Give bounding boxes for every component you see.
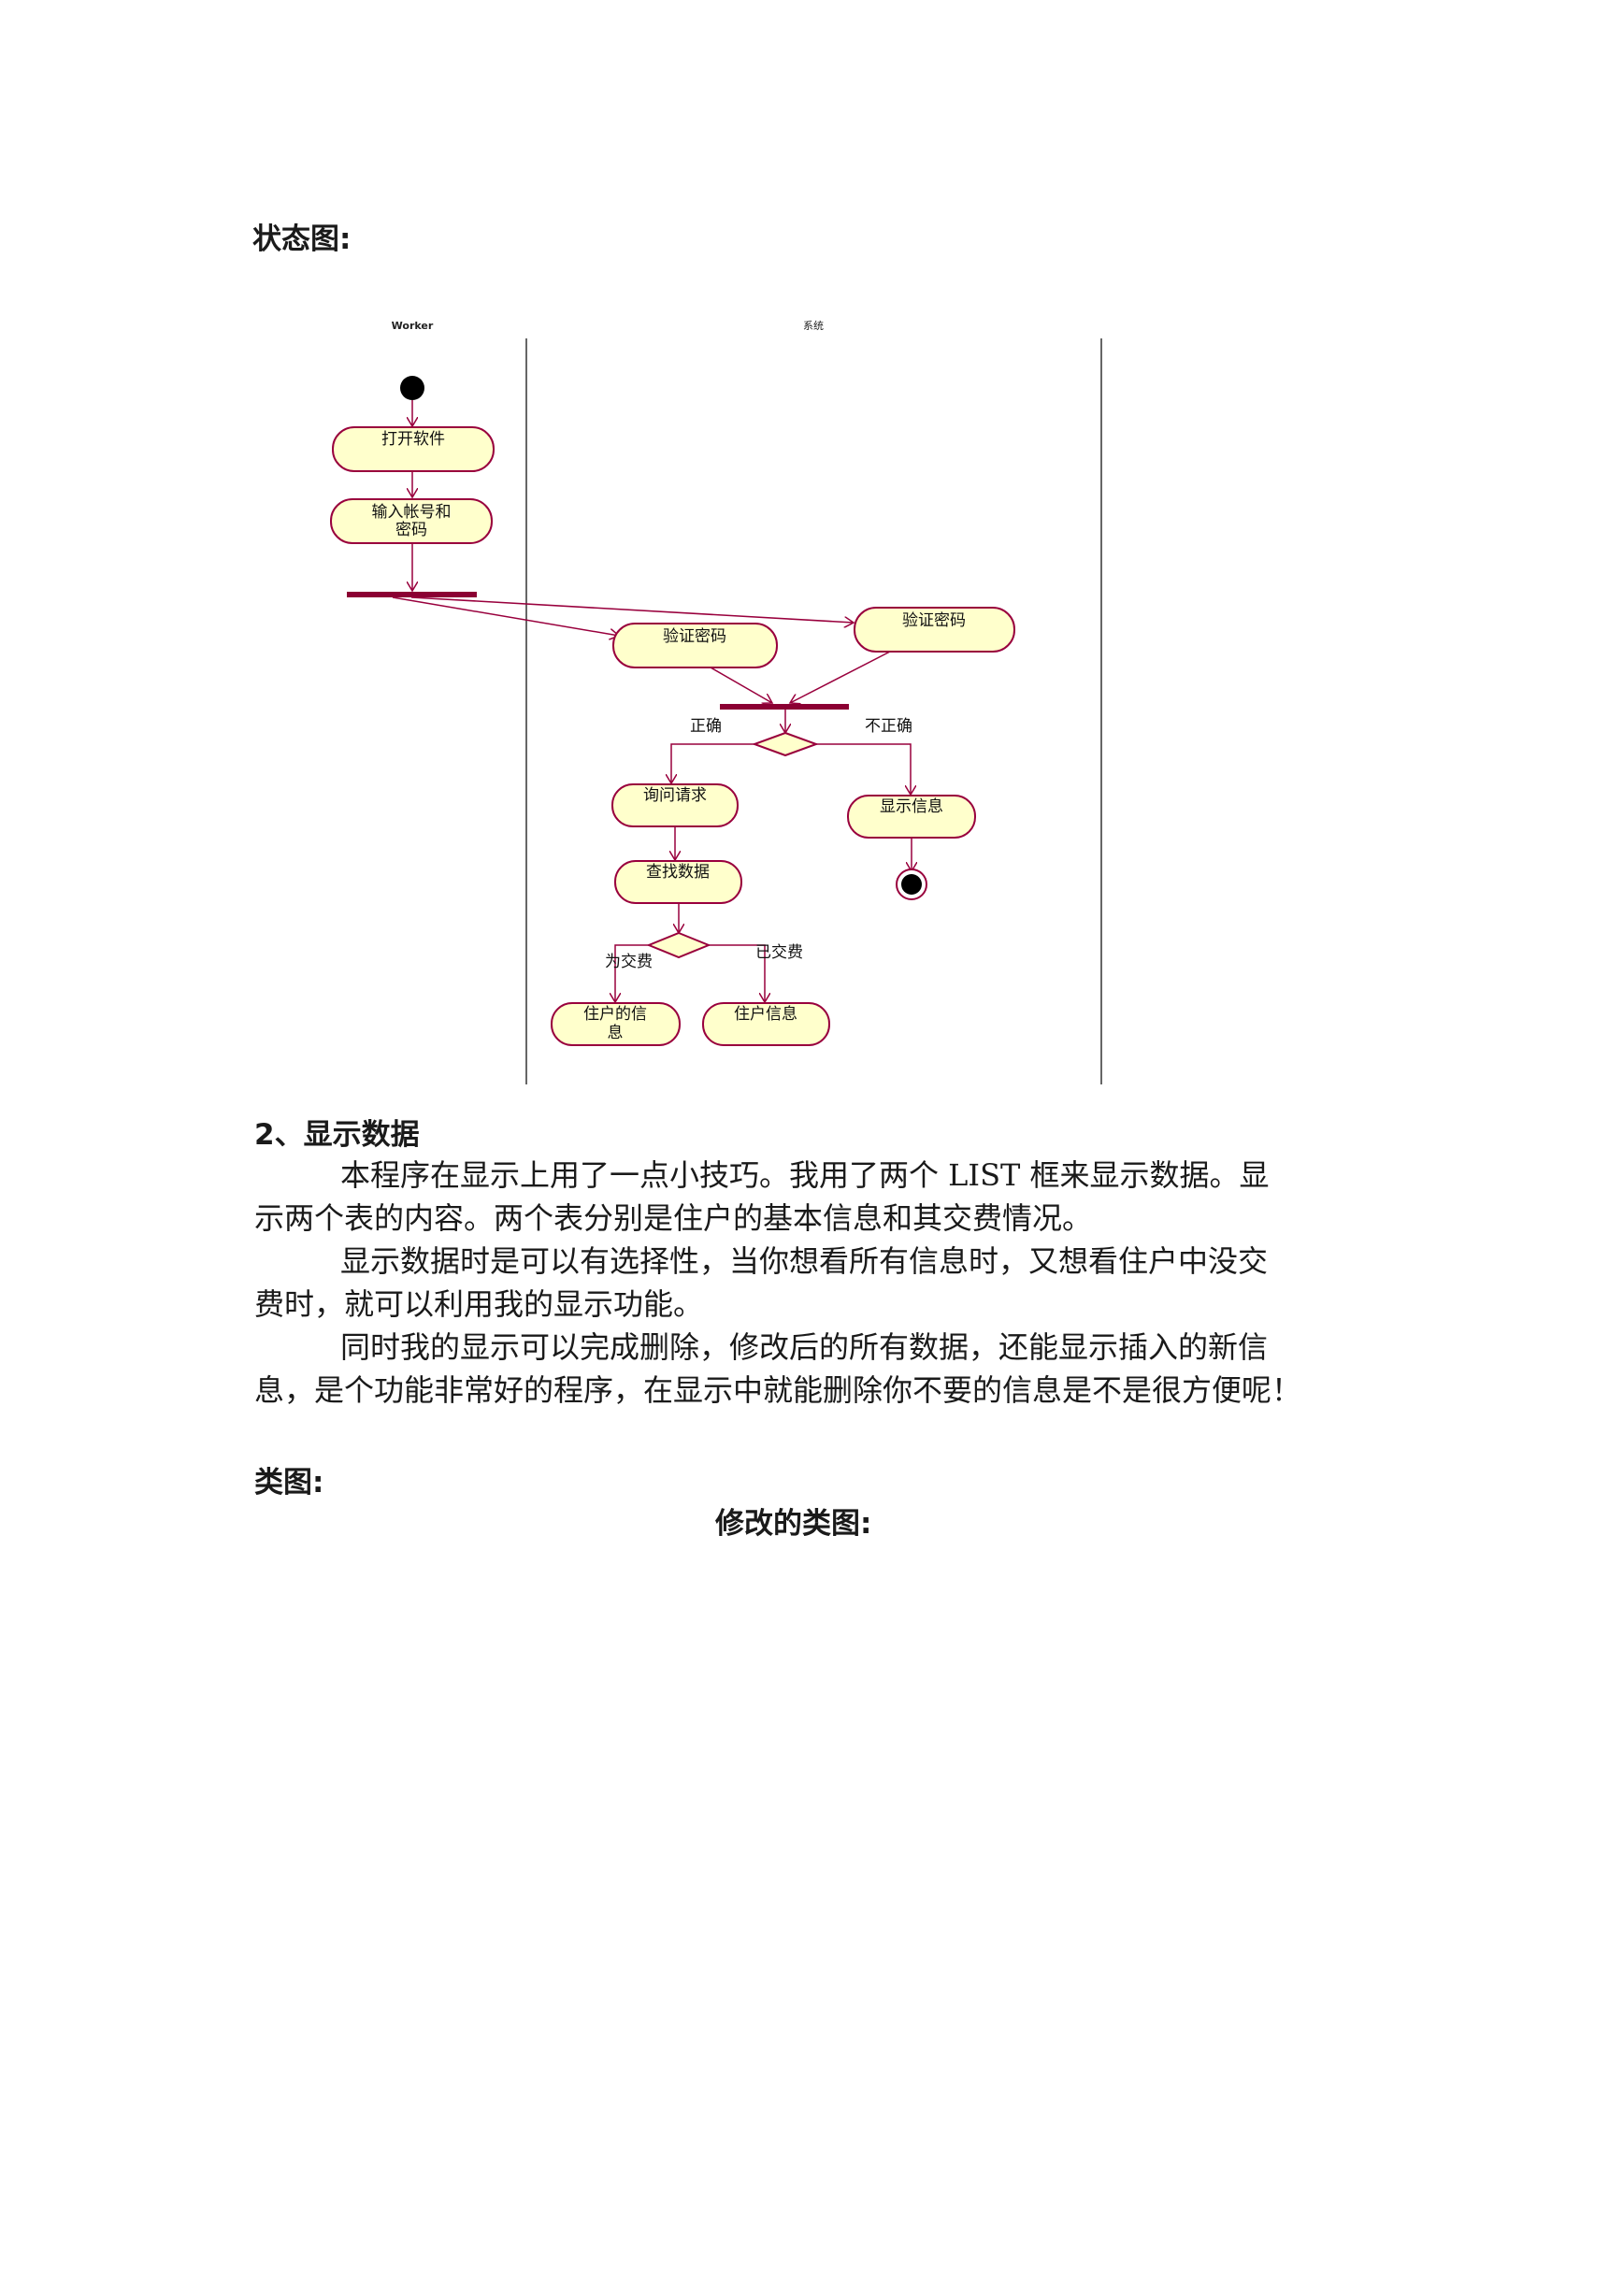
activity-verify-password-2: 验证密码 (854, 607, 1015, 653)
state-diagram-heading: 状态图: (252, 222, 352, 256)
decision-password (752, 731, 819, 757)
svg-text:验证密码: 验证密码 (902, 611, 966, 630)
activity-verify-password-1: 验证密码 (612, 623, 778, 668)
lane-label-system: 系统 (803, 320, 824, 332)
svg-text:询问请求: 询问请求 (643, 786, 707, 805)
modified-class-diagram-heading: 修改的类图: (715, 1507, 872, 1541)
svg-text:息: 息 (608, 1024, 624, 1042)
join-bar (720, 704, 849, 710)
svg-text:验证密码: 验证密码 (663, 627, 726, 646)
paragraph-line: 显示数据时是可以有选择性，当你想看所有信息时，又想看住户中没交 (340, 1243, 1269, 1279)
svg-text:查找数据: 查找数据 (646, 863, 710, 882)
paragraph-line: 费时，就可以利用我的显示功能。 (254, 1286, 704, 1322)
paragraph-line: 示两个表的内容。两个表分别是住户的基本信息和其交费情况。 (254, 1200, 1093, 1236)
svg-text:住户信息: 住户信息 (734, 1005, 797, 1024)
guard-unpaid: 为交费 (605, 953, 653, 971)
guard-paid: 已交费 (755, 943, 803, 962)
activity-resident-info-2: 住户信息 (702, 1002, 830, 1046)
paragraph-line: 同时我的显示可以完成删除，修改后的所有数据，还能显示插入的新信 (340, 1329, 1269, 1365)
activity-open-software: 打开软件 (332, 426, 495, 472)
class-diagram-heading: 类图: (254, 1466, 324, 1500)
guard-incorrect: 不正确 (865, 717, 912, 736)
svg-text:显示信息: 显示信息 (880, 797, 943, 816)
svg-text:打开软件: 打开软件 (381, 430, 445, 449)
paragraph-line: 本程序在显示上用了一点小技巧。我用了两个 LIST 框来显示数据。显 (340, 1157, 1270, 1193)
display-data-heading: 2、显示数据 (254, 1118, 420, 1152)
initial-node (400, 376, 424, 400)
activity-find-data: 查找数据 (614, 860, 742, 904)
activity-diagram: Worker 系统 打开软件 输入帐号和 密码 验证密码 验证密码 正确 不正确… (330, 320, 1102, 1084)
svg-text:密码: 密码 (395, 521, 427, 539)
activity-show-message: 显示信息 (847, 795, 976, 839)
activity-resident-info-1: 住户的信 息 (551, 1002, 681, 1046)
svg-text:住户的信: 住户的信 (583, 1005, 647, 1024)
fork-bar (347, 592, 477, 597)
lane-label-worker: Worker (392, 320, 434, 332)
activity-query-request: 询问请求 (611, 783, 739, 827)
decision-payment (646, 931, 711, 959)
final-node (896, 868, 927, 900)
guard-correct: 正确 (690, 717, 722, 736)
activity-enter-account: 输入帐号和 密码 (330, 498, 493, 544)
paragraph-line: 息，是个功能非常好的程序，在显示中就能删除你不要的信息是不是很方便呢！ (254, 1372, 1302, 1408)
svg-text:输入帐号和: 输入帐号和 (372, 503, 452, 522)
